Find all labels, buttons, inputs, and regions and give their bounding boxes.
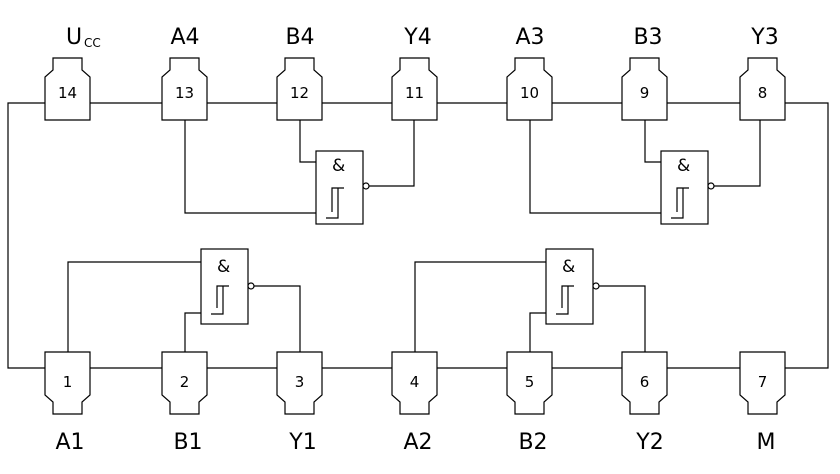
nand-gate-4: &: [315, 150, 370, 225]
pin-11: 11 Y4: [391, 25, 438, 121]
gate-2-symbol: &: [562, 257, 575, 277]
nand-gate-2: &: [545, 248, 600, 325]
pin-1: 1 A1: [44, 351, 91, 455]
pin-4: 4 A2: [391, 351, 438, 455]
nand-gate-3: &: [660, 150, 715, 225]
svg-text:3: 3: [295, 373, 305, 391]
svg-text:B3: B3: [633, 25, 662, 50]
svg-text:B1: B1: [173, 430, 202, 455]
pin-2: 2 B1: [161, 351, 208, 455]
svg-text:11: 11: [405, 84, 424, 102]
pin-7: 7 M: [739, 351, 786, 455]
schmitt-icon: [326, 187, 344, 219]
svg-text:A3: A3: [515, 25, 544, 50]
pin-12: 12 B4: [276, 25, 323, 121]
bottom-pins: 1 A1 2 B1 3 Y1 4 A2 5 B2 6 Y2: [44, 351, 786, 455]
svg-text:B2: B2: [518, 430, 547, 455]
svg-text:M: M: [757, 430, 776, 455]
svg-text:A4: A4: [170, 25, 199, 50]
svg-text:14: 14: [58, 84, 77, 102]
gate-4-symbol: &: [332, 156, 345, 176]
supply-wires: [7, 102, 829, 369]
nand-gate-1: &: [200, 248, 255, 325]
gate-2-wires: [414, 261, 646, 352]
svg-text:10: 10: [520, 84, 539, 102]
svg-text:8: 8: [758, 84, 768, 102]
svg-text:B4: B4: [285, 25, 314, 50]
svg-text:5: 5: [525, 373, 535, 391]
gate-1-symbol: &: [217, 257, 230, 277]
gate-4-wires: [184, 120, 415, 214]
top-pins: 14 U CC 13 A4 12 B4 11 Y4 10 A3 9 B3: [44, 25, 786, 121]
pin-label-ucc: U: [66, 25, 82, 50]
schmitt-icon: [556, 285, 574, 315]
pin-label-ucc-sub: CC: [84, 36, 101, 50]
schmitt-icon: [211, 285, 229, 315]
pin-3: 3 Y1: [276, 351, 323, 455]
svg-text:Y3: Y3: [750, 25, 778, 50]
svg-text:4: 4: [410, 373, 420, 391]
svg-text:2: 2: [180, 373, 190, 391]
svg-text:Y1: Y1: [288, 430, 316, 455]
svg-text:12: 12: [290, 84, 309, 102]
svg-text:A2: A2: [403, 430, 432, 455]
pin-8: 8 Y3: [739, 25, 786, 121]
svg-text:7: 7: [758, 373, 768, 391]
pin-9: 9 B3: [621, 25, 668, 121]
pin-10: 10 A3: [506, 25, 553, 121]
svg-text:1: 1: [63, 373, 73, 391]
gate-3-symbol: &: [677, 156, 690, 176]
svg-text:9: 9: [640, 84, 650, 102]
pin-14: 14 U CC: [44, 25, 101, 121]
pin-13: 13 A4: [161, 25, 208, 121]
pin-6: 6 Y2: [621, 351, 668, 455]
schmitt-icon: [671, 187, 689, 219]
svg-text:A1: A1: [55, 430, 84, 455]
gate-1-wires: [67, 261, 301, 352]
svg-text:13: 13: [175, 84, 194, 102]
svg-text:6: 6: [640, 373, 650, 391]
svg-text:Y4: Y4: [403, 25, 431, 50]
pin-5: 5 B2: [506, 351, 553, 455]
gate-3-wires: [529, 120, 761, 214]
svg-text:Y2: Y2: [635, 430, 663, 455]
